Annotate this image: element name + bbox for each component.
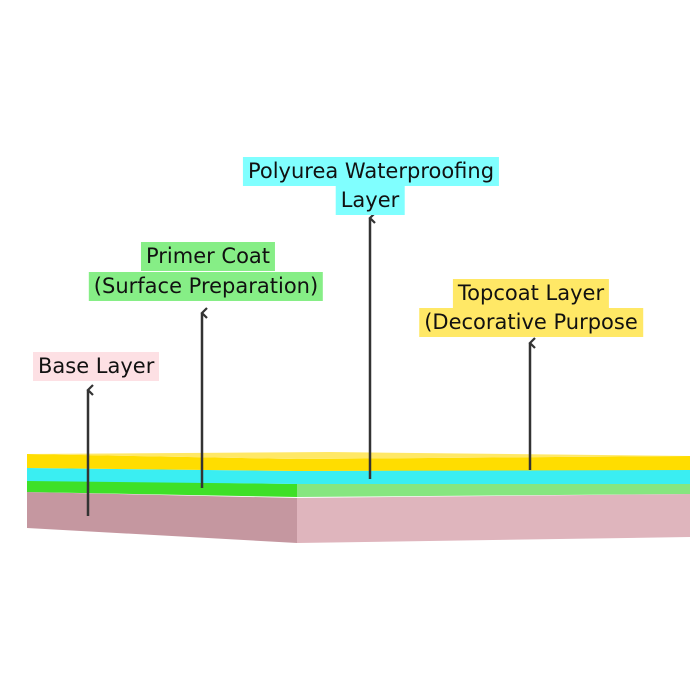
polyurea-layer-slab (27, 468, 690, 484)
polyurea-label-line1: Polyurea Waterproofing (242, 157, 500, 186)
primer-label-line1: Primer Coat (140, 242, 276, 271)
base-layer-slab (27, 492, 690, 543)
base-layer-label: Base Layer (33, 352, 160, 381)
topcoat-label-line1: Topcoat Layer (452, 279, 610, 308)
primer-layer-slab (27, 480, 690, 497)
polyurea-label-line2: Layer (335, 186, 405, 215)
primer-label-line2: (Surface Preparation) (88, 272, 324, 301)
topcoat-label-line2: (Decorative Purpose (419, 308, 643, 337)
topcoat-layer-slab (27, 452, 690, 471)
